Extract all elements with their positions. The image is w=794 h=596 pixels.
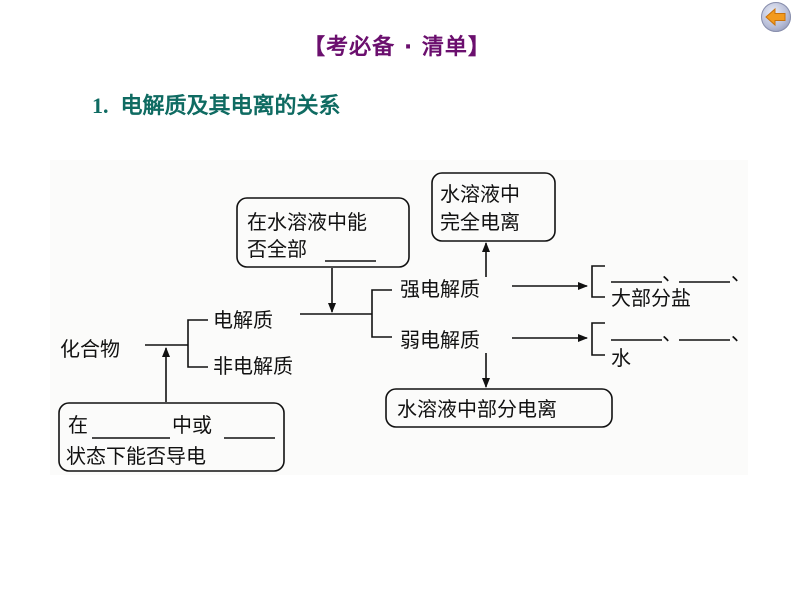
weak-property-box <box>385 388 613 428</box>
strong-examples-bracket <box>591 265 605 298</box>
weak-separator-1: 、 <box>662 321 682 345</box>
strong-examples-line2: 大部分盐 <box>611 286 691 310</box>
criterion-box <box>58 402 285 472</box>
subtitle-number: 1. <box>92 93 109 118</box>
non-electrolyte-label: 非电解质 <box>213 354 293 378</box>
subtitle-text: 电解质及其电离的关系 <box>120 94 341 119</box>
electrolyte-bracket <box>371 289 392 338</box>
compound-bracket <box>187 319 208 368</box>
strong-separator-2: 、 <box>731 261 751 285</box>
ionization-text-line1: 在水溶液中能 <box>247 210 367 234</box>
subtitle: 1. 电解质及其电离的关系 <box>92 88 341 120</box>
strong-property-line1: 水溶液中 <box>440 182 520 206</box>
back-arrow-icon <box>765 7 786 27</box>
weak-electrolyte-label: 弱电解质 <box>400 328 480 352</box>
strong-property-line2: 完全电离 <box>440 210 520 234</box>
weak-property-text: 水溶液中部分电离 <box>397 397 557 421</box>
electrolyte-label: 电解质 <box>213 308 273 332</box>
strong-separator-1: 、 <box>662 261 682 285</box>
root-label: 化合物 <box>60 337 120 361</box>
section-title: 【考必备 · 清单】 <box>303 35 491 60</box>
strong-electrolyte-label: 强电解质 <box>400 277 480 301</box>
ionization-text-line2: 否全部 <box>247 237 307 261</box>
weak-separator-2: 、 <box>731 321 751 345</box>
ionization-box <box>236 197 410 268</box>
criterion-text-b: 中或 <box>172 413 212 437</box>
back-button[interactable] <box>761 2 791 32</box>
diagram-panel <box>50 160 748 475</box>
weak-examples-bracket <box>591 322 605 356</box>
weak-examples-line2: 水 <box>611 346 631 370</box>
criterion-text-a: 在 <box>68 413 88 437</box>
strong-property-box <box>431 172 556 242</box>
criterion-text-line2: 状态下能否导电 <box>66 444 206 468</box>
